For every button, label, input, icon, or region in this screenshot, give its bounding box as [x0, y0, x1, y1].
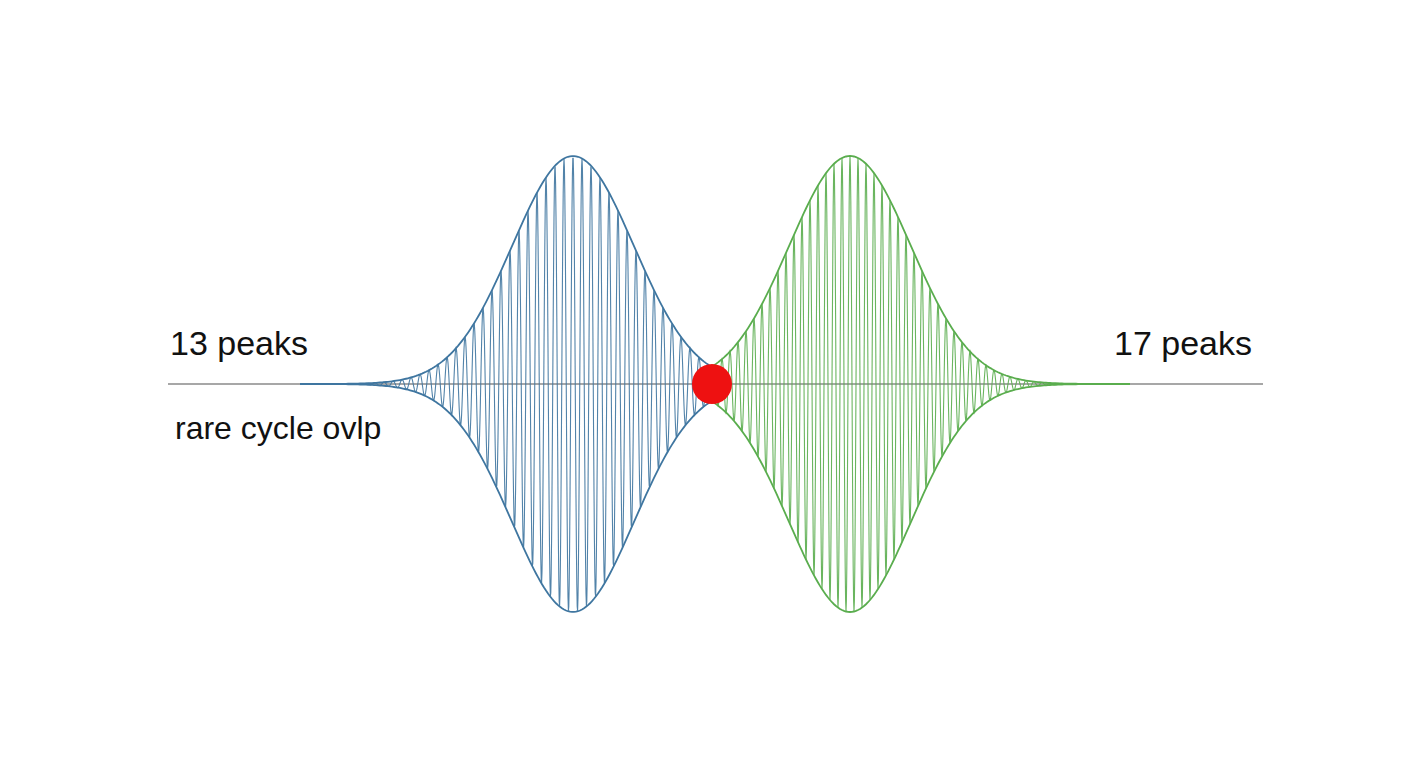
- annotation-label: 13 peaks: [170, 326, 308, 360]
- blue-wave-packet: [300, 156, 712, 612]
- green-wave-packet: [712, 156, 1130, 612]
- envelope: [712, 384, 1130, 612]
- overlap-dot: [692, 364, 732, 404]
- annotation-label: 17 peaks: [1114, 326, 1252, 360]
- oscillation: [712, 156, 1130, 612]
- annotation-label: rare cycle ovlp: [175, 412, 381, 444]
- envelope: [712, 156, 1130, 384]
- envelope: [300, 156, 712, 384]
